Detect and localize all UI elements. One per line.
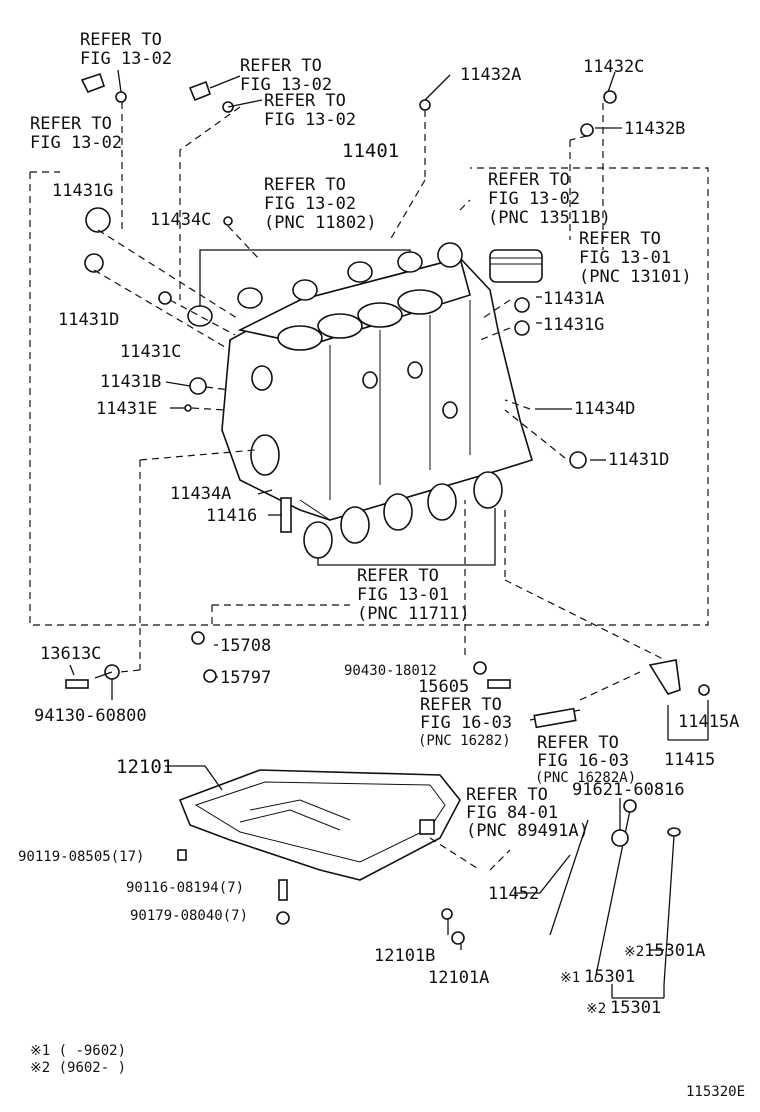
part-label-15301a: 15301A (644, 941, 705, 961)
main-bearings-drawing (303, 471, 503, 566)
part-label-11431e: 11431E (96, 399, 157, 419)
part-label-91621-60816: 91621-60816 (572, 780, 685, 800)
cylinder-block-drawing (221, 257, 533, 521)
figure-code: 115320E (686, 1084, 745, 1100)
camshaft-bearings-drawing (187, 242, 463, 327)
part-label-90116-08194: 90116-08194(7) (126, 880, 244, 896)
part-label-11434d: 11434D (574, 399, 635, 419)
mark-2-15301: ※2 (586, 1001, 606, 1017)
dashed-guides (93, 102, 666, 871)
oil-pan-drawing (178, 769, 461, 881)
part-label-11434c: 11434C (150, 210, 211, 230)
refer-note-fig1302-c: REFER TO FIG 13-02 (240, 56, 332, 95)
mark-2-15301a: ※2 (624, 944, 644, 960)
refer-note-pnc16282a: REFER TO FIG 16-03 (PNC 16282A) (535, 733, 639, 786)
part-label-11432a: 11432A (460, 65, 521, 85)
part-label-11431d-right: 11431D (608, 450, 669, 470)
part-label-15605: 15605 (418, 677, 469, 697)
part-label-11415: 11415 (664, 750, 715, 770)
part-label-11431a: 11431A (543, 289, 604, 309)
part-label-90119-08505: 90119-08505(17) (18, 849, 144, 865)
refer-note-pnc16282: REFER TO FIG 16-03 (PNC 16282) (418, 695, 522, 749)
part-label-11434a: 11434A (170, 484, 231, 504)
oil-strainer-drawing (529, 659, 710, 729)
part-label-15301-1: 15301 (584, 967, 635, 987)
part-label-11431g-top: 11431G (52, 181, 113, 201)
part-label-11431b: 11431B (100, 372, 161, 392)
refer-note-pnc11711: REFER TO FIG 13-01 (PNC 11711) (357, 566, 470, 624)
leader-lines (69, 69, 709, 999)
part-label-94130-60800: 94130-60800 (34, 706, 147, 726)
part-label-15301-2: 15301 (610, 998, 661, 1018)
refer-note-fig1302-b: REFER TO FIG 13-02 (30, 114, 122, 153)
refer-note-pnc89491a: REFER TO FIG 84-01 (PNC 89491A) (466, 785, 589, 841)
part-label-11452: 11452 (488, 884, 539, 904)
refer-note-fig1302-a: REFER TO FIG 13-02 (80, 30, 172, 69)
refer-note-pnc11802: REFER TO FIG 13-02 (PNC 11802) (264, 175, 377, 233)
part-label-11431d-left: 11431D (58, 310, 119, 330)
part-label-12101: 12101 (116, 756, 173, 778)
part-label-90430-18012: 90430-18012 (344, 663, 437, 679)
part-label-11416: 11416 (206, 506, 257, 526)
piston-drawing (489, 249, 543, 283)
bolts-drawing (65, 72, 511, 945)
mark-1-15301: ※1 (560, 970, 580, 986)
footnote-2: ※2 (9602- ) (30, 1060, 126, 1076)
part-label-11432b: 11432B (624, 119, 685, 139)
part-label-11431c: 11431C (120, 342, 181, 362)
plugs-drawing (84, 90, 617, 680)
footnote-1: ※1 ( -9602) (30, 1043, 126, 1059)
refer-note-pnc13101: REFER TO FIG 13-01 (PNC 13101) (579, 229, 692, 287)
part-label-15797: 15797 (220, 668, 271, 688)
refer-note-pnc13511b: REFER TO FIG 13-02 (PNC 13511B) (488, 170, 611, 228)
part-label-12101a: 12101A (428, 968, 489, 988)
part-label-11415a: 11415A (678, 712, 739, 732)
part-label-15708: 15708 (220, 636, 271, 656)
part-label-11431g-right: 11431G (543, 315, 604, 335)
refer-note-fig1302-d: REFER TO FIG 13-02 (264, 91, 356, 130)
part-label-11401: 11401 (342, 140, 399, 162)
part-label-12101b: 12101B (374, 946, 435, 966)
part-label-11432c: 11432C (583, 57, 644, 77)
part-label-13613c: 13613C (40, 644, 101, 664)
part-label-90179-08040: 90179-08040(7) (130, 908, 248, 924)
assembly-boundary (29, 167, 709, 626)
